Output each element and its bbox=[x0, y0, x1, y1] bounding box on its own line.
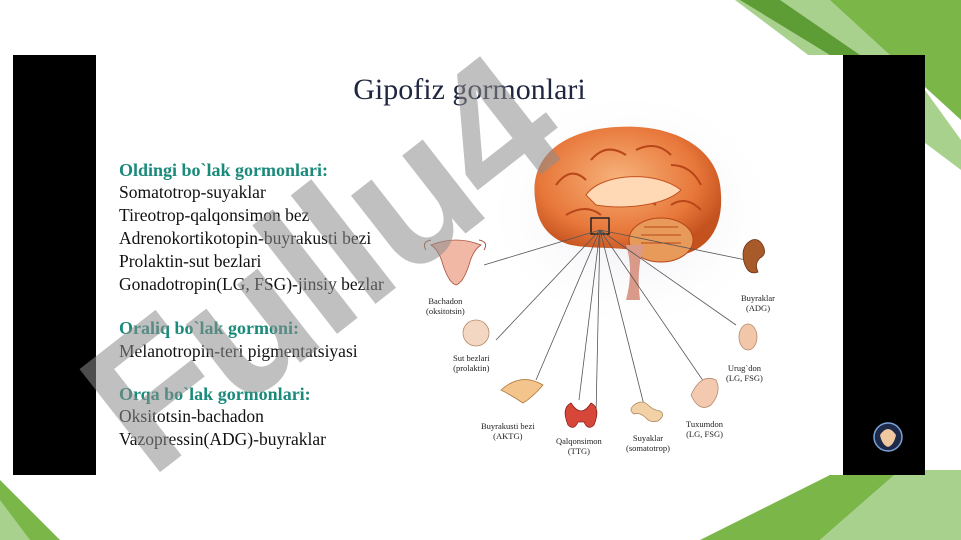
pituitary-diagram bbox=[423, 85, 781, 428]
testis-icon bbox=[738, 323, 758, 351]
uterus-icon bbox=[423, 239, 487, 286]
list-item: Tireotrop-qalqonsimon bez bbox=[119, 205, 310, 225]
breast-icon bbox=[462, 319, 490, 347]
slide-title: Gipofiz gormonlari bbox=[353, 73, 586, 106]
label-bachadon: Bachadon(oksitotsin) bbox=[426, 296, 465, 316]
label-suyaklar: Suyaklar(somatotrop) bbox=[626, 433, 670, 453]
thyroid-icon bbox=[564, 402, 598, 428]
bone-icon bbox=[630, 401, 663, 422]
section-heading-intermediate: Oraliq bo`lak gormoni: bbox=[119, 318, 300, 338]
watermark-text: Fullu4 bbox=[45, 14, 600, 513]
label-urugdon: Urug`don(LG, FSG) bbox=[726, 363, 763, 383]
brain-icon bbox=[534, 126, 722, 300]
label-sut-bezlari: Sut bezlari(prolaktin) bbox=[453, 353, 490, 373]
list-item: Prolaktin-sut bezlari bbox=[119, 251, 262, 271]
section-heading-posterior: Orqa bo`lak gormonlari: bbox=[119, 384, 311, 404]
label-buyrakusti: Buyrakusti bezi(AKTG) bbox=[481, 421, 535, 441]
section-heading-anterior: Oldingi bo`lak gormonlari: bbox=[119, 160, 329, 180]
list-item: Gonadotropin(LG, FSG)-jinsiy bezlar bbox=[119, 274, 384, 294]
slide-content: Gipofiz gormonlari Oldingi bo`lak gormon… bbox=[96, 55, 843, 475]
connector-lines bbox=[483, 229, 747, 416]
list-item: Somatotrop-suyaklar bbox=[119, 182, 266, 202]
ovary-icon bbox=[690, 377, 719, 408]
list-item: Melanotropin-teri pigmentatsiyasi bbox=[119, 341, 358, 361]
list-item: Oksitotsin-bachadon bbox=[119, 406, 264, 426]
adrenal-icon bbox=[500, 379, 544, 404]
channel-logo-icon bbox=[873, 422, 903, 452]
list-item: Vazopressin(ADG)-buyraklar bbox=[119, 429, 327, 449]
list-item: Adrenokortikotopin-buyrakusti bezi bbox=[119, 228, 372, 248]
label-tuxumdon: Tuxumdon(LG, FSG) bbox=[686, 419, 724, 439]
label-buyraklar: Buyraklar(ADG) bbox=[741, 293, 775, 313]
kidney-icon bbox=[742, 239, 765, 274]
label-qalqonsimon: Qalqonsimon(TTG) bbox=[556, 436, 602, 456]
